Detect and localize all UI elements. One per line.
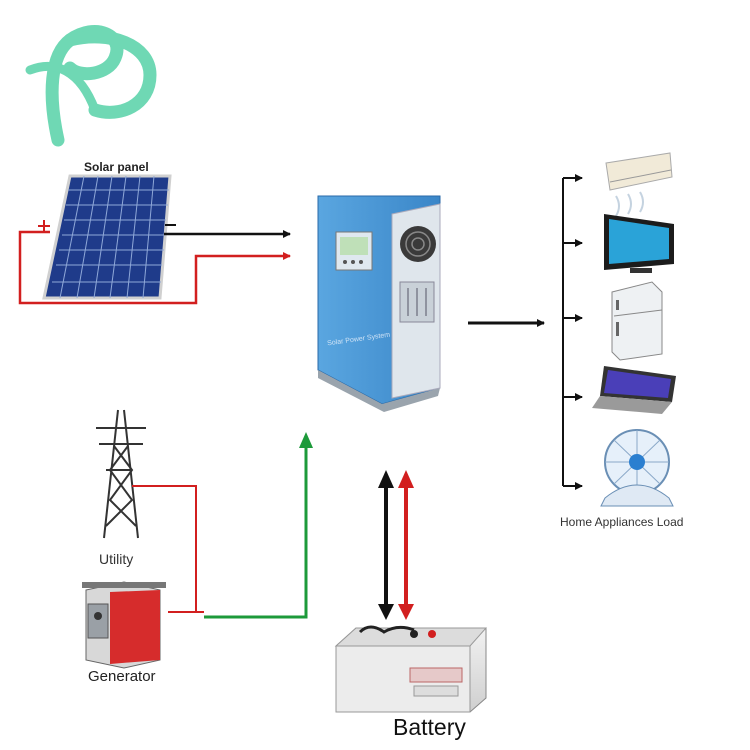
dc-positive-wire — [18, 220, 291, 305]
battery-link-arrows — [378, 470, 414, 620]
battery-label: Battery — [393, 714, 466, 740]
solar-panel-label: Solar panel — [84, 160, 149, 174]
logo-icon — [25, 25, 157, 147]
laptop-icon — [592, 366, 676, 414]
load-bus — [562, 174, 583, 490]
home-appliances-label: Home Appliances Load — [560, 515, 684, 529]
refrigerator-icon — [611, 281, 663, 361]
battery-icon — [334, 625, 488, 713]
dc-negative-wire — [164, 224, 291, 238]
generator-label: Generator — [88, 668, 156, 685]
utility-tower-icon — [96, 409, 146, 539]
utility-feed-wire — [132, 485, 204, 613]
fan-icon — [600, 429, 674, 507]
ac-input-arrow — [204, 432, 313, 619]
utility-label: Utility — [99, 551, 134, 567]
air-conditioner-icon — [605, 152, 673, 217]
inverter-icon — [317, 195, 441, 412]
generator-icon — [82, 581, 166, 669]
tv-icon — [604, 214, 674, 273]
solar-panel-icon — [42, 174, 172, 300]
